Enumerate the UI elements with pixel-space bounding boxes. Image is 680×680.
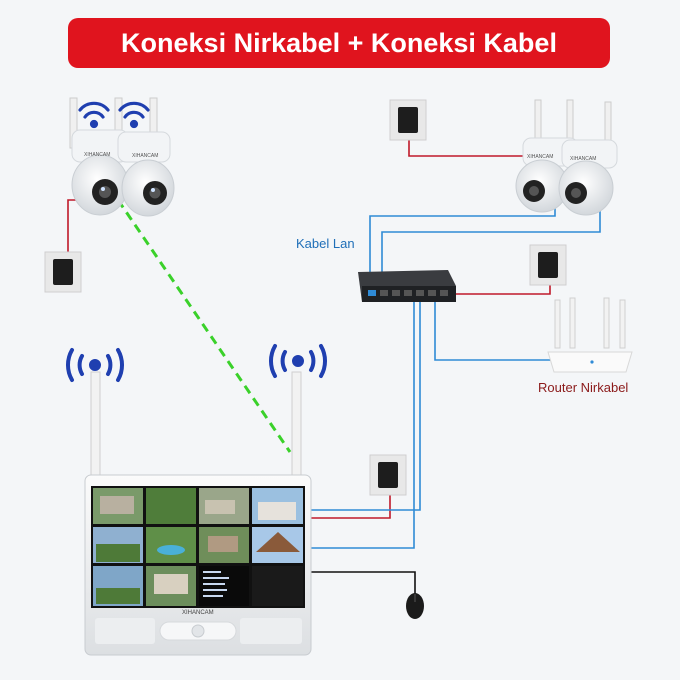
lan-cables <box>310 200 601 549</box>
nvr-monitor-icon <box>84 371 312 656</box>
router-label: Router Nirkabel <box>538 380 629 395</box>
wifi-icon <box>66 348 124 382</box>
router-icon <box>547 297 633 373</box>
power-adapter-icon <box>389 99 427 141</box>
power-adapter-icon <box>369 454 407 496</box>
camera-brand-label: XIHANCAM <box>84 152 110 158</box>
nvr-brand-label: XIHANCAM <box>182 610 214 616</box>
wireless-camera-right <box>117 97 175 217</box>
power-adapter-icon <box>44 251 82 293</box>
network-switch-icon <box>358 270 456 302</box>
wireless-link-line <box>116 199 292 453</box>
camera-brand-label: XIHANCAM <box>570 156 596 162</box>
mouse-cable <box>310 571 416 595</box>
wifi-icon <box>78 101 110 129</box>
lan-cable-label: Kabel Lan <box>296 236 355 251</box>
page-title: Koneksi Nirkabel + Koneksi Kabel <box>68 18 610 68</box>
camera-brand-label: XIHANCAM <box>132 153 158 159</box>
camera-brand-label: XIHANCAM <box>527 154 553 160</box>
wireless-camera-left <box>69 97 129 216</box>
wifi-icon <box>118 101 150 129</box>
wifi-icon <box>269 344 327 378</box>
power-adapter-icon <box>529 244 567 286</box>
wired-camera-right <box>558 101 618 216</box>
mouse-icon <box>406 593 424 619</box>
